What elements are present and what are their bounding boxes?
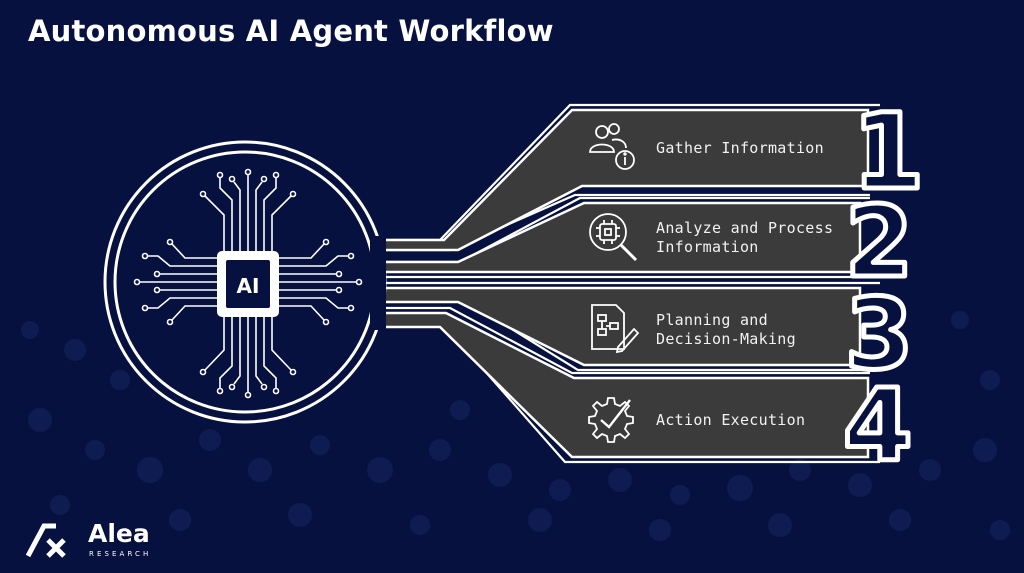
flowchart-pencil-icon bbox=[591, 304, 640, 354]
step-number-4: 4 bbox=[841, 365, 916, 487]
alea-logo-mark bbox=[26, 523, 66, 558]
gear-check-icon bbox=[588, 397, 634, 443]
svg-text:3: 3 bbox=[845, 278, 913, 392]
step-number-2: 2 bbox=[843, 184, 916, 303]
step-label-2: Analyze and Process Information bbox=[656, 219, 833, 257]
svg-text:4: 4 bbox=[843, 367, 913, 484]
step-4-line-1: Action Execution bbox=[656, 411, 806, 429]
svg-text:2: 2 bbox=[845, 186, 913, 300]
page-title: Autonomous AI Agent Workflow bbox=[28, 14, 554, 48]
chip-magnifier-icon bbox=[589, 213, 638, 262]
people-info-icon bbox=[589, 123, 635, 170]
step-panel-4 bbox=[382, 311, 870, 459]
brand-tagline: RESEARCH bbox=[89, 550, 152, 558]
svg-text:1: 1 bbox=[852, 91, 924, 213]
ai-chip bbox=[217, 251, 279, 317]
step-label-1: Gather Information bbox=[656, 139, 824, 158]
step-1-line-1: Gather Information bbox=[656, 139, 824, 157]
ai-chip-label: AI bbox=[237, 274, 260, 298]
step-2-line-2: Information bbox=[656, 238, 759, 256]
alea-logo: Alea RESEARCH bbox=[26, 519, 186, 564]
brand-name: Alea bbox=[88, 519, 150, 548]
step-number-1: 1 bbox=[850, 89, 927, 216]
step-number-3: 3 bbox=[843, 276, 916, 395]
step-2-line-1: Analyze and Process bbox=[656, 219, 834, 237]
step-3-line-1: Planning and bbox=[656, 311, 768, 329]
circuit-traces bbox=[133, 168, 363, 399]
step-3-line-2: Decision-Making bbox=[656, 330, 796, 348]
step-label-4: Action Execution bbox=[656, 411, 805, 430]
step-label-3: Planning and Decision-Making bbox=[656, 311, 796, 349]
